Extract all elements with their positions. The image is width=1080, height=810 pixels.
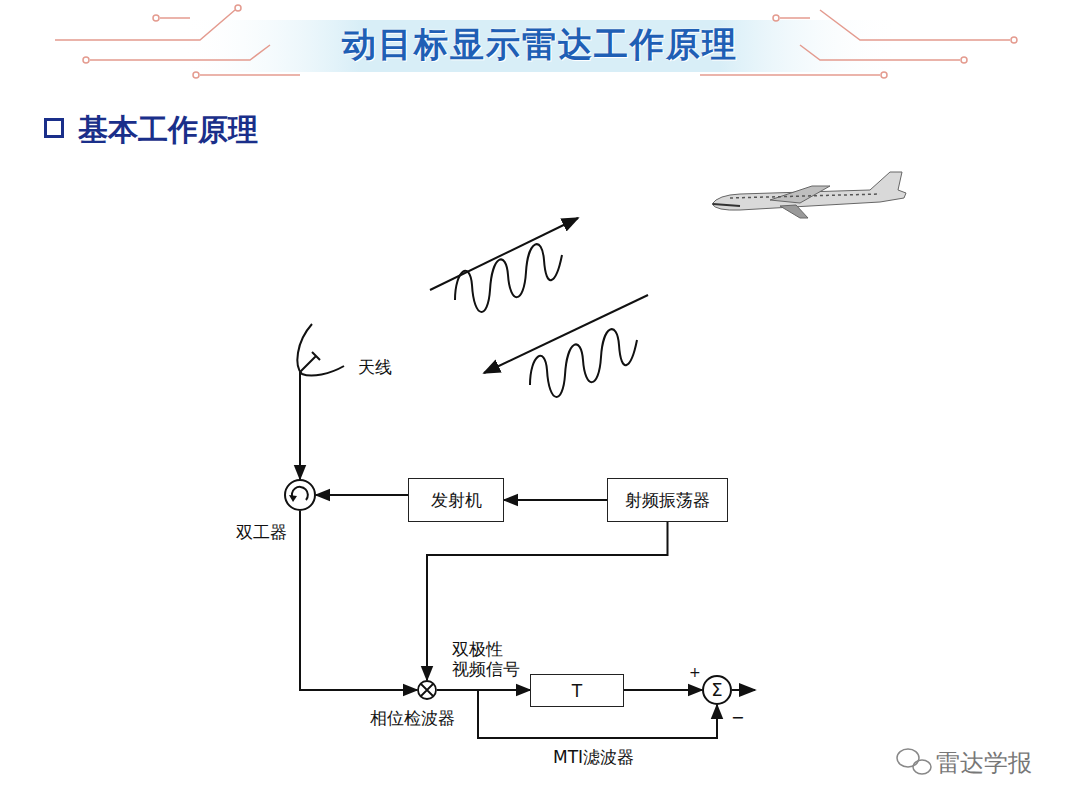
- minus-sign: −: [731, 708, 744, 727]
- node-label: 发射机: [431, 489, 482, 512]
- node-label: T: [572, 681, 582, 701]
- signal-connector: [504, 499, 607, 501]
- circulator-outline: [284, 479, 316, 511]
- section-heading: 基本工作原理: [78, 110, 258, 151]
- radar-waves: [430, 218, 648, 397]
- wechat-icon: [897, 749, 931, 774]
- airplane: [712, 172, 906, 218]
- signal-connector: [427, 522, 668, 680]
- slide-title: 动目标显示雷达工作原理: [0, 22, 1080, 68]
- watermark: 雷达学报: [936, 747, 1032, 779]
- process-box: 射频振荡器: [607, 478, 728, 522]
- sum-symbol: Σ: [702, 675, 732, 705]
- square-bullet: [44, 118, 64, 138]
- node-label: 双工器: [236, 521, 287, 544]
- mixer-symbol: 相位检波器: [417, 680, 437, 700]
- signal-connector: [300, 511, 417, 690]
- mixer-outline: [417, 680, 437, 700]
- node-label: Σ: [702, 675, 732, 705]
- node-label: 天线: [358, 356, 392, 379]
- antenna-outline: [286, 322, 326, 380]
- node-label: 射频振荡器: [625, 489, 710, 512]
- process-box: T: [530, 674, 624, 707]
- node-label: 相位检波器: [370, 707, 455, 730]
- plus-sign: +: [689, 664, 701, 680]
- edge-label: 双极性 视频信号: [452, 640, 524, 679]
- antenna-symbol: 天线: [286, 322, 326, 380]
- signal-connector: [624, 689, 702, 691]
- edge-label: MTI滤波器: [553, 748, 673, 768]
- output-arrow: [732, 689, 755, 691]
- signal-connector: [299, 380, 301, 479]
- process-box: 发射机: [408, 478, 504, 522]
- signal-connector: [316, 494, 408, 496]
- circulator-symbol: 双工器: [284, 479, 316, 511]
